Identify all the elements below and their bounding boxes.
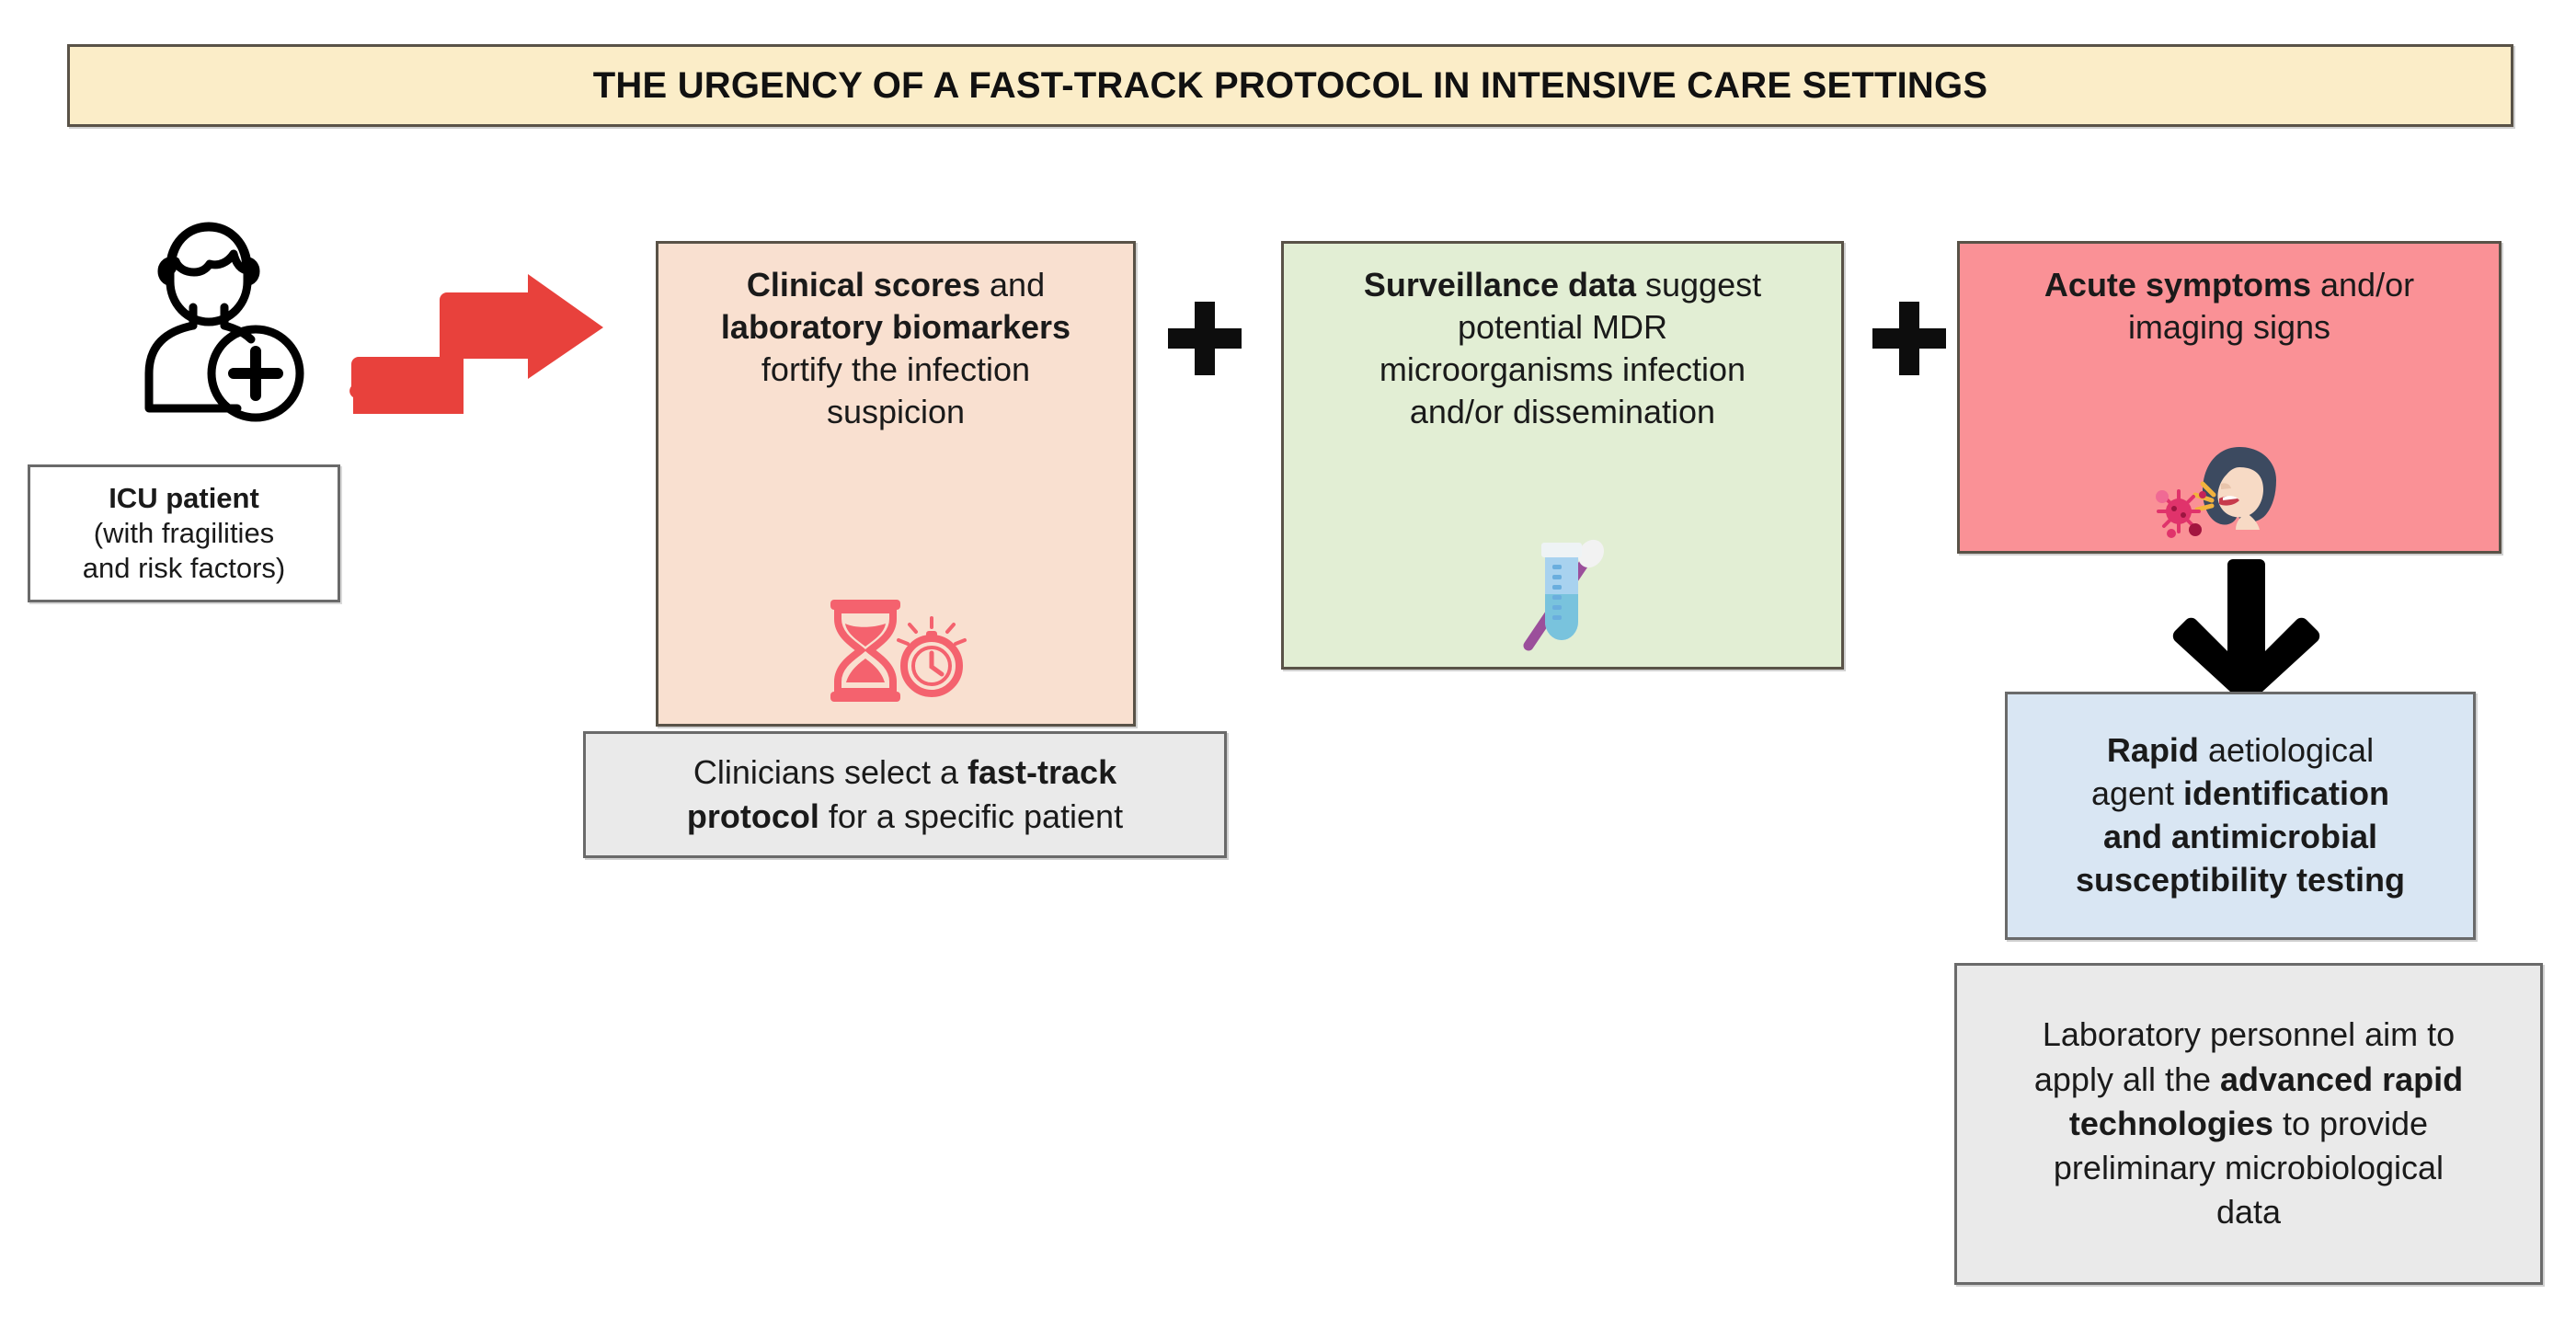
box-symptoms-text: Acute symptoms and/or imaging signs xyxy=(2044,264,2414,349)
box-rapid-line-4: susceptibility testing xyxy=(2075,860,2406,899)
box-surveillance-data: Surveillance data suggest potential MDR … xyxy=(1281,241,1844,670)
box-rapid-line-1: Rapid aetiological xyxy=(2106,731,2375,770)
note-lab-line-3: technologies to provide xyxy=(2068,1104,2429,1142)
note-clinician-line-2: protocol for a specific patient xyxy=(686,797,1124,835)
hourglass-stopwatch-icon xyxy=(818,590,974,715)
plus-operator-1 xyxy=(1161,294,1249,383)
box-symptoms-line-1: Acute symptoms and/or xyxy=(2044,266,2415,304)
coughing-person-virus-icon xyxy=(2151,440,2307,545)
red-step-arrow-icon xyxy=(348,267,614,423)
box-surveillance-line-2: potential MDR xyxy=(1457,308,1668,347)
box-symptoms-line-2: imaging signs xyxy=(2127,308,2331,347)
box-rapid-identification: Rapid aetiological agent identification … xyxy=(2005,692,2476,940)
box-surveillance-text: Surveillance data suggest potential MDR … xyxy=(1364,264,1761,433)
down-arrow-icon xyxy=(2166,557,2322,705)
box-surveillance-line-3: microorganisms infection xyxy=(1379,350,1746,389)
box-surveillance-line-1: Surveillance data suggest xyxy=(1363,266,1762,304)
page-title-banner: THE URGENCY OF A FAST-TRACK PROTOCOL IN … xyxy=(67,44,2513,127)
note-lab-line-1: Laboratory personnel aim to xyxy=(2042,1015,2456,1054)
patient-label-line-1: ICU patient xyxy=(109,482,259,515)
patient-label-line-2: (with fragilities xyxy=(93,517,275,550)
box-rapid-line-3: and antimicrobial xyxy=(2102,818,2378,855)
box-clinical-line-4: suspicion xyxy=(826,393,966,431)
icu-patient-label-box: ICU patient (with fragilities and risk f… xyxy=(28,464,340,602)
test-tube-swab-icon xyxy=(1503,533,1622,658)
plus-operator-2 xyxy=(1865,294,1953,383)
note-laboratory-personnel: Laboratory personnel aim to apply all th… xyxy=(1954,963,2543,1285)
note-lab-line-5: data xyxy=(2215,1193,2282,1232)
note-lab-text: Laboratory personnel aim to apply all th… xyxy=(2034,1013,2463,1234)
box-rapid-line-2: agent identification xyxy=(2090,774,2390,813)
box-clinical-line-1: Clinical scores and xyxy=(746,266,1046,304)
box-clinical-text: Clinical scores and laboratory biomarker… xyxy=(721,264,1070,433)
box-rapid-text: Rapid aetiological agent identification … xyxy=(2076,729,2405,901)
note-clinician-line-1: Clinicians select a fast-track xyxy=(693,752,1117,791)
icu-patient-icon xyxy=(101,210,331,440)
box-acute-symptoms: Acute symptoms and/or imaging signs xyxy=(1957,241,2502,554)
note-clinician-select: Clinicians select a fast-track protocol … xyxy=(583,731,1227,858)
patient-label-line-3: and risk factors) xyxy=(82,551,286,584)
box-clinical-line-3: fortify the infection xyxy=(761,350,1031,389)
box-clinical-line-2: laboratory biomarkers xyxy=(720,308,1071,347)
page-title: THE URGENCY OF A FAST-TRACK PROTOCOL IN … xyxy=(592,64,1988,106)
note-clinician-text: Clinicians select a fast-track protocol … xyxy=(687,750,1123,839)
box-surveillance-line-4: and/or dissemination xyxy=(1409,393,1716,431)
box-clinical-scores: Clinical scores and laboratory biomarker… xyxy=(656,241,1136,727)
note-lab-line-2: apply all the advanced rapid xyxy=(2033,1060,2464,1098)
note-lab-line-4: preliminary microbiological xyxy=(2053,1149,2444,1187)
